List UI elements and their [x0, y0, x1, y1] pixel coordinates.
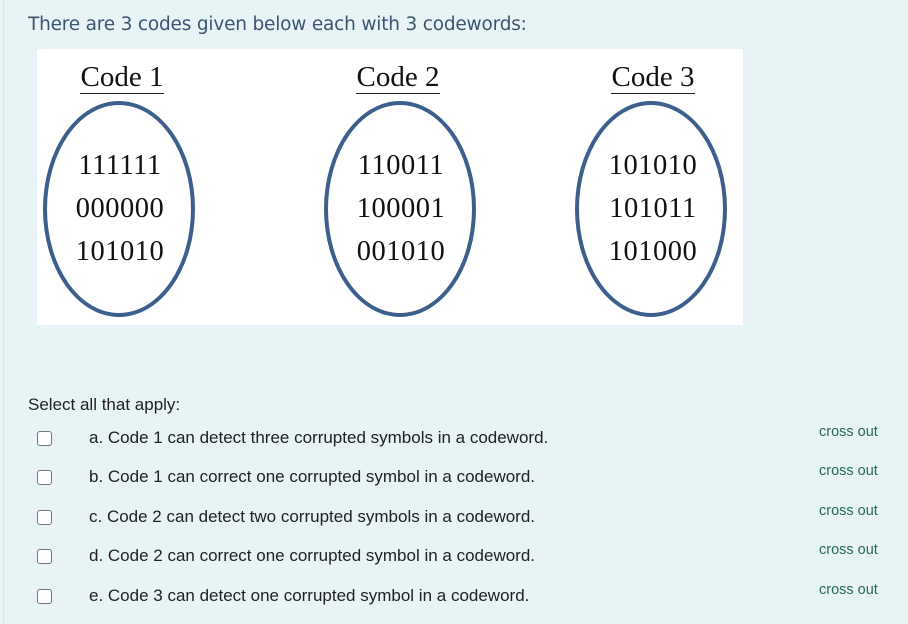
code-2-codewords: 110011 100001 001010: [316, 144, 486, 273]
codeword: 000000: [75, 193, 165, 224]
code-3-title: Code 3: [610, 61, 696, 94]
code-2: Code 2 110011 100001 001010: [313, 49, 483, 325]
codeword: 101011: [609, 193, 697, 224]
option-e-checkbox[interactable]: [37, 589, 52, 604]
question-intro: There are 3 codes given below each with …: [28, 14, 527, 35]
codeword: 101000: [608, 236, 698, 267]
codes-figure: Code 1 111111 000000 101010 Code 2 11001…: [37, 49, 743, 325]
code-2-ellipse: [324, 101, 476, 317]
code-3-codewords: 101010 101011 101000: [568, 144, 738, 273]
codeword: 101010: [608, 150, 698, 181]
code-1-title: Code 1: [79, 61, 165, 94]
code-1-ellipse: [43, 101, 195, 317]
code-1-codewords: 111111 000000 101010: [35, 144, 205, 273]
option-d-label[interactable]: d. Code 2 can correct one corrupted symb…: [89, 546, 536, 565]
option-e-cross-out-link[interactable]: cross out: [819, 582, 878, 598]
option-a-cross-out-link[interactable]: cross out: [819, 424, 878, 440]
code-2-title: Code 2: [355, 61, 441, 94]
answer-option-c[interactable]: c. Code 2 can detect two corrupted symbo…: [0, 503, 908, 529]
option-d-cross-out-link[interactable]: cross out: [819, 542, 878, 558]
option-c-checkbox[interactable]: [37, 510, 52, 525]
code-1: Code 1 111111 000000 101010: [37, 49, 207, 325]
option-b-label[interactable]: b. Code 1 can correct one corrupted symb…: [89, 467, 536, 486]
codeword: 100001: [356, 193, 446, 224]
codeword: 111111: [78, 150, 162, 181]
code-3: Code 3 101010 101011 101000: [568, 49, 738, 325]
instruction-label: Select all that apply:: [28, 395, 181, 414]
answer-option-a[interactable]: a. Code 1 can detect three corrupted sym…: [0, 424, 908, 450]
question-left-border: [3, 0, 4, 624]
option-d-checkbox[interactable]: [37, 549, 52, 564]
codeword: 001010: [356, 236, 446, 267]
answer-option-b[interactable]: b. Code 1 can correct one corrupted symb…: [0, 463, 908, 489]
option-a-label[interactable]: a. Code 1 can detect three corrupted sym…: [89, 428, 549, 447]
codeword: 110011: [357, 150, 445, 181]
option-b-checkbox[interactable]: [37, 470, 52, 485]
answer-option-e[interactable]: e. Code 3 can detect one corrupted symbo…: [0, 582, 908, 608]
code-3-ellipse: [575, 101, 727, 317]
option-c-cross-out-link[interactable]: cross out: [819, 503, 878, 519]
codeword: 101010: [75, 236, 165, 267]
option-b-cross-out-link[interactable]: cross out: [819, 463, 878, 479]
option-c-label[interactable]: c. Code 2 can detect two corrupted symbo…: [89, 507, 536, 526]
option-a-checkbox[interactable]: [37, 431, 52, 446]
option-e-label[interactable]: e. Code 3 can detect one corrupted symbo…: [89, 586, 530, 605]
answer-option-d[interactable]: d. Code 2 can correct one corrupted symb…: [0, 542, 908, 568]
